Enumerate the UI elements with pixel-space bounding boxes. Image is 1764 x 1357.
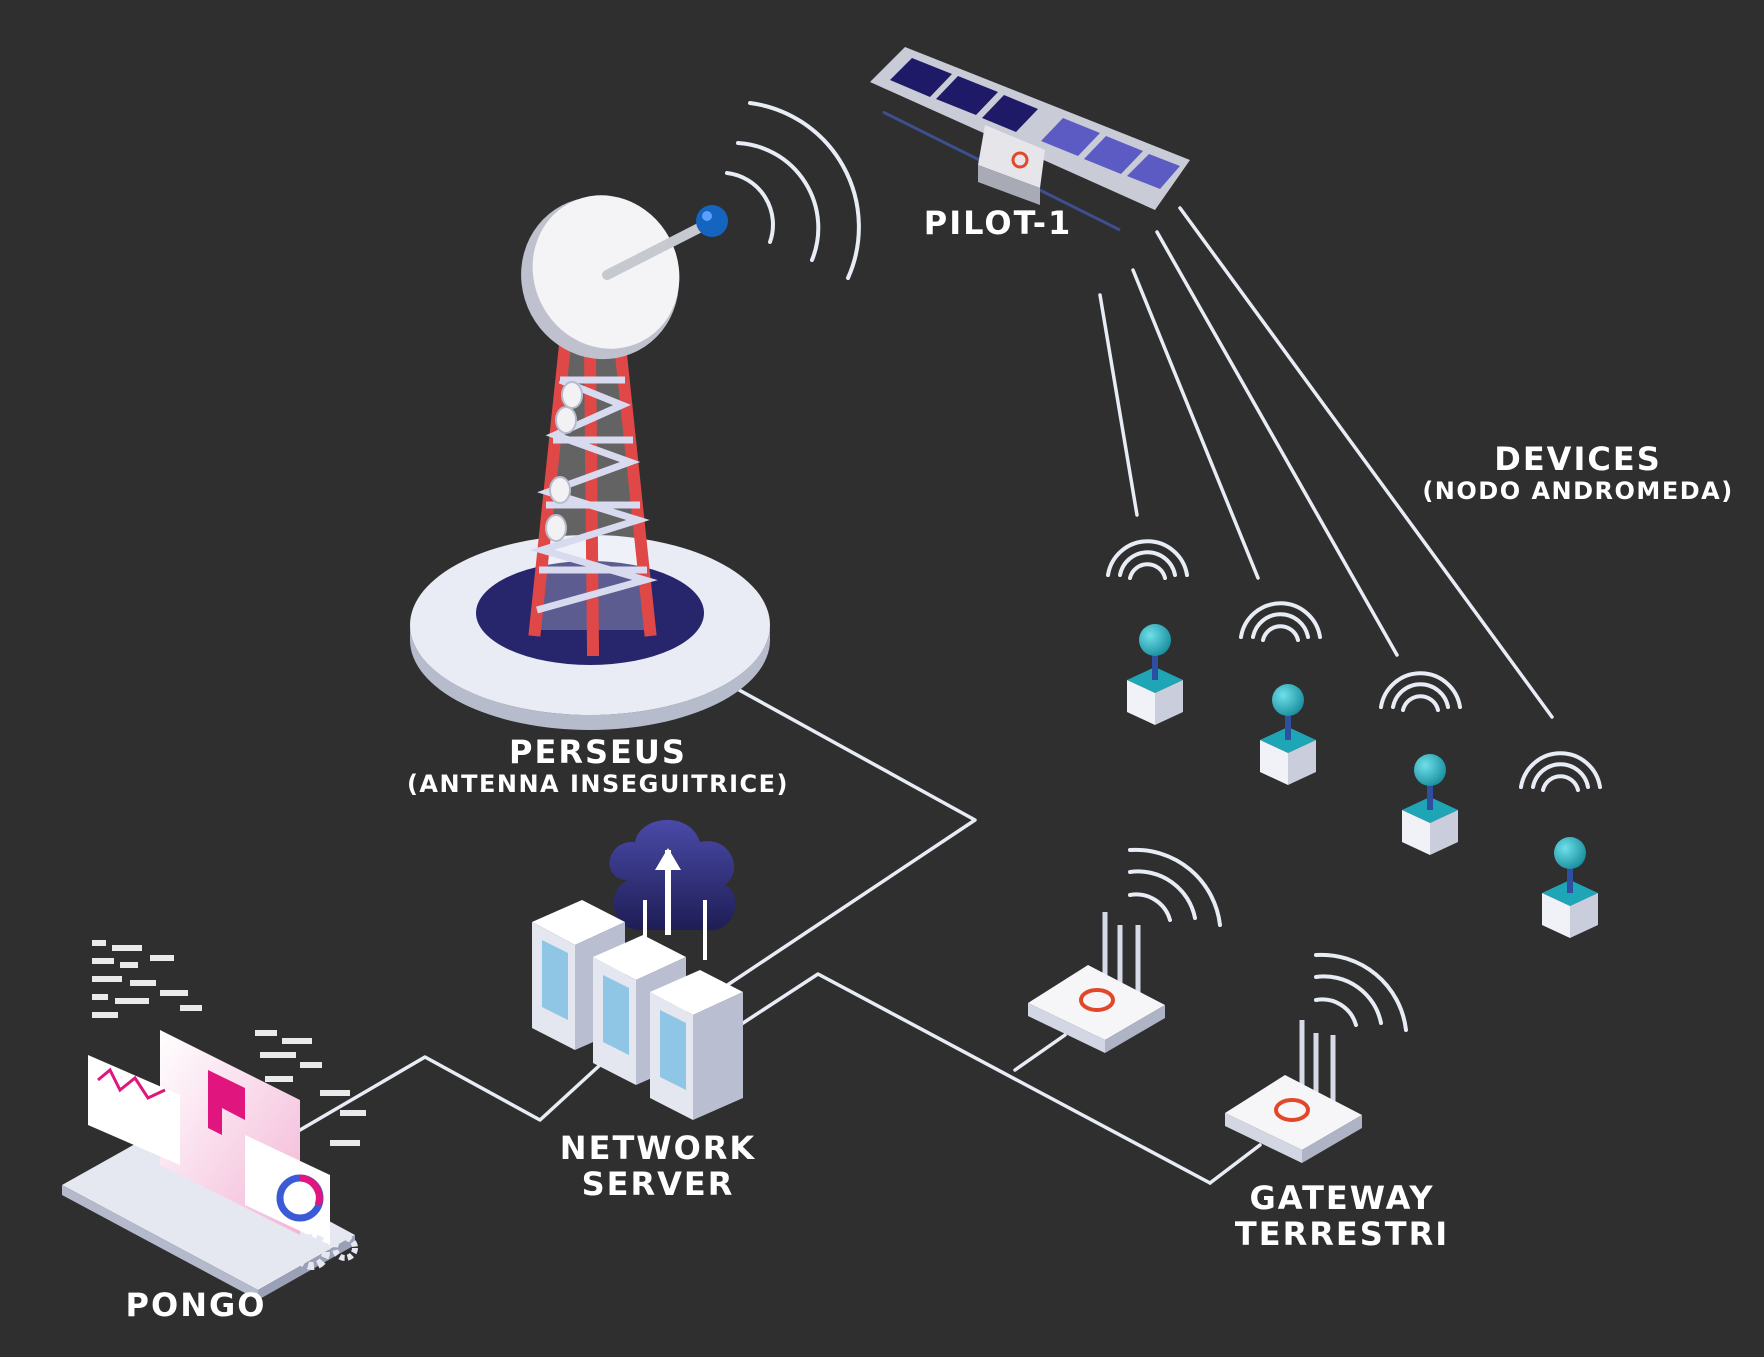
satellite-name: PILOT-1 [923, 204, 1073, 242]
devices-subtitle: (NODO ANDROMEDA) [1422, 477, 1734, 505]
server-line2: SERVER [581, 1165, 735, 1203]
link-gateway1 [1013, 1033, 1067, 1072]
platform-name: PONGO [125, 1286, 267, 1324]
gateway-label: GATEWAY TERRESTRI [1235, 1180, 1449, 1252]
link-gateway2 [1208, 1143, 1262, 1185]
link-antenna-server [718, 683, 977, 992]
gateway-line2: TERRESTRI [1234, 1215, 1450, 1253]
laptop-dashboard-icon [62, 940, 366, 1300]
antenna-tower-icon [410, 195, 770, 730]
wifi-waves-icon [725, 101, 861, 280]
link-server-pongo [298, 1055, 602, 1132]
server-line1: NETWORK [559, 1129, 757, 1167]
gateway-line1: GATEWAY [1249, 1179, 1435, 1217]
devices-title: DEVICES [1494, 440, 1662, 478]
satellite-label: PILOT-1 [924, 205, 1072, 241]
sensor-node-icon [1127, 624, 1598, 938]
wifi-waves-icon [1128, 847, 1408, 1032]
wifi-waves-icon [1106, 539, 1602, 792]
satellite-icon [870, 47, 1190, 232]
uplink-3 [1155, 230, 1399, 657]
uplink-4 [1178, 206, 1554, 719]
server-icon [532, 900, 743, 1120]
connection-lines [298, 206, 1554, 1185]
antenna-label: PERSEUS (ANTENNA INSEGUITRICE) [407, 734, 789, 798]
uplink-2 [1131, 268, 1260, 580]
link-server-gateways [738, 972, 1212, 1185]
cloud-upload-icon [609, 819, 736, 960]
server-label: NETWORK SERVER [560, 1130, 756, 1202]
antenna-title: PERSEUS [509, 733, 687, 771]
uplink-1 [1098, 293, 1139, 517]
antenna-subtitle: (ANTENNA INSEGUITRICE) [406, 770, 790, 798]
router-icon [1028, 912, 1362, 1163]
platform-label: PONGO [126, 1287, 267, 1323]
gear-icon [294, 1234, 358, 1270]
devices-label: DEVICES (NODO ANDROMEDA) [1422, 441, 1733, 505]
